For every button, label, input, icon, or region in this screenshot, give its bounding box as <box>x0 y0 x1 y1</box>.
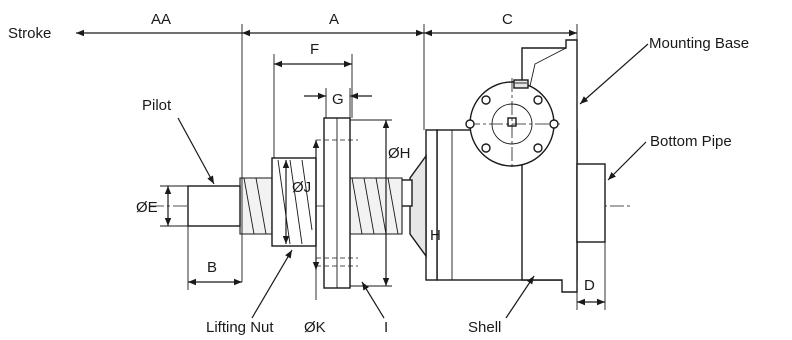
bolt-hole-6 <box>549 119 559 129</box>
mounting-base-leader <box>579 43 649 105</box>
dim-h-diameter-label: ØH <box>388 145 411 162</box>
bottom-pipe-leader <box>607 141 647 181</box>
dim-d-label: D <box>584 277 595 294</box>
pilot-label: Pilot <box>142 97 172 114</box>
pilot-leader <box>177 117 215 185</box>
lifting-nut-leader <box>251 249 293 319</box>
bolt-hole-4 <box>533 143 543 153</box>
dim-b-label: B <box>207 259 217 276</box>
pilot <box>187 185 241 227</box>
part-i-leader <box>361 281 385 319</box>
shell-front-cone <box>409 153 427 259</box>
dim-aa-label: AA <box>151 11 171 28</box>
lifting-nut <box>271 117 358 289</box>
screw-thread-right <box>347 177 403 235</box>
dim-a-label: A <box>329 11 339 28</box>
dim-h-label: H <box>430 227 441 244</box>
stroke-label: Stroke <box>8 25 51 42</box>
shell-label: Shell <box>468 319 501 336</box>
dim-c-label: C <box>502 11 513 28</box>
dim-f-label: F <box>310 41 319 58</box>
bolt-hole-1 <box>481 95 491 105</box>
part-i-label: I <box>384 319 388 336</box>
screw-thread-lines-right <box>351 177 399 235</box>
dim-g-label: G <box>332 91 344 108</box>
lifting-nut-label: Lifting Nut <box>206 319 274 336</box>
diameter-k-label: ØK <box>304 319 326 336</box>
bottom-pipe <box>576 163 606 243</box>
bottom-pipe-label: Bottom Pipe <box>650 133 732 150</box>
dim-j-diameter-label: ØJ <box>292 179 311 196</box>
mounting-base-plate <box>521 39 578 293</box>
screw-thread-left <box>239 177 273 235</box>
shell-leader <box>505 275 535 319</box>
dim-e-diameter-label: ØE <box>136 199 158 216</box>
screw-thread-lines-left <box>243 177 267 235</box>
pilot-body <box>187 185 241 227</box>
bolt-hole-3 <box>481 143 491 153</box>
shell-front-flange <box>425 129 438 281</box>
shell <box>409 39 606 293</box>
bolt-hole-2 <box>533 95 543 105</box>
bolt-hole-5 <box>465 119 475 129</box>
mounting-base-label: Mounting Base <box>649 35 749 52</box>
grease-fitting <box>513 79 529 89</box>
lifting-nut-body <box>271 157 317 247</box>
